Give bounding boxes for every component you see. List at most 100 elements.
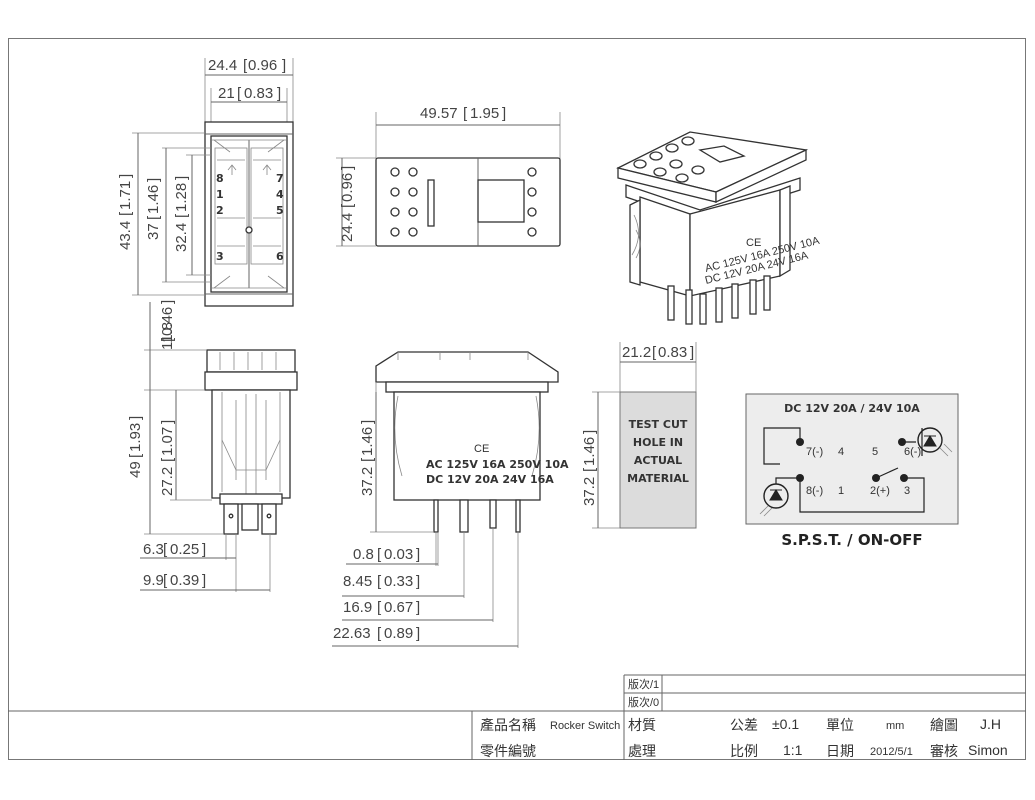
dim-37-mm: 37 [145,223,162,240]
svg-text:]: ] [416,599,420,616]
pin-label-3: 3 [216,250,224,263]
dim-top-outer-mm: 24.4 [208,57,237,74]
dim-324-mm: 32.4 [173,223,190,252]
svg-text:[: [ [339,203,356,208]
svg-text:[: [ [163,541,168,558]
dim-side-width-mm: 24.4 [339,213,356,242]
svg-text:[: [ [377,625,382,642]
dim-side-width-in: 0.96 [339,173,356,202]
dim-front-height-mm: 49 [127,461,144,478]
check-value: Simon [968,742,1008,758]
side-body-view: CE AC 125V 16A 250V 10A DC 12V 20A 24V 1… [332,351,569,648]
product-name-label: 產品名稱 [480,717,536,734]
dim-324-in: 1.28 [173,183,190,212]
rev-1: 版次/1 [628,677,659,691]
pin-label-5: 5 [276,204,284,217]
sch-pin-7: 7(-) [806,446,823,458]
material-label: 材質 [628,718,656,734]
dim-434-mm: 43.4 [117,221,134,250]
svg-text:]: ] [416,546,420,563]
dim-434-in: 1.71 [117,181,134,210]
svg-text:]: ] [502,105,506,122]
sch-pin-1: 1 [838,485,844,497]
pin-label-6: 6 [276,250,284,263]
dim-top-inner-mm: 21 [218,85,235,102]
dim-front-99-mm: 9.9 [143,572,164,589]
svg-text:]: ] [416,625,420,642]
dc-rating: DC 12V 20A 24V 16A [426,473,554,486]
svg-text:[: [ [377,599,382,616]
svg-text:]: ] [159,420,176,424]
rev-0: 版次/0 [628,695,659,709]
sch-pin-5: 5 [872,446,878,458]
dim-pin-08-in: 0.03 [384,546,413,563]
svg-text:[: [ [237,85,242,102]
product-name-value: Rocker Switch [550,720,620,732]
dim-top-outer-in: 0.96 [248,57,277,74]
dim-body-height-in: 1.46 [359,427,376,456]
svg-text:]: ] [339,166,356,170]
svg-text:]: ] [359,420,376,424]
dim-37-in: 1.46 [145,185,162,214]
dim-pin-845-mm: 8.45 [343,573,372,590]
check-label: 審核 [930,744,958,760]
dim-front-height-in: 1.93 [127,423,144,452]
top-view: 24.4 0.96 [] 21 0.83 [] 8 7 1 4 2 5 3 6 [117,57,294,307]
arrow-up-icon [227,164,272,175]
svg-text:[: [ [377,573,382,590]
side-view: 49.57 [ 1.95 ] 24.4 [ 0.96 ] [336,105,561,247]
sch-pin-6: 6(-) [904,446,921,458]
svg-text:[: [ [117,211,134,216]
svg-text:[: [ [173,213,190,218]
front-view: 11.8 [ 0.46 ] 49 [ 1.93 ] 27.2 [ 1.07 ] … [127,300,298,592]
sch-pin-3: 3 [904,485,910,497]
svg-text:]: ] [282,57,286,74]
cutout-line-2: HOLE IN [633,436,683,449]
dim-front-top-mm: 11.8 [159,322,176,350]
dim-pin-169-in: 0.67 [384,599,413,616]
treatment-label: 處理 [628,744,656,760]
svg-text:[: [ [163,572,168,589]
drawn-label: 繪圖 [930,717,958,734]
pin-label-7: 7 [276,172,284,185]
svg-text:[: [ [159,457,176,462]
svg-text:[: [ [377,546,382,563]
svg-text:[: [ [159,337,176,342]
svg-text:]: ] [690,344,694,361]
cutout-line-1: TEST CUT [629,418,688,431]
date-value: 2012/5/1 [870,746,913,758]
unit-value: mm [886,720,904,732]
dim-side-length-mm: 49.57 [420,105,458,122]
svg-text:[: [ [652,344,657,361]
date-label: 日期 [826,744,854,760]
dim-front-63-in: 0.25 [170,541,199,558]
svg-text:]: ] [202,572,206,589]
led-icon [917,427,943,453]
svg-text:[: [ [581,467,598,472]
scale-value: 1:1 [783,742,803,758]
drawn-value: J.H [980,716,1001,732]
svg-text:]: ] [173,176,190,180]
pin-label-1: 1 [216,188,224,201]
svg-text:[: [ [359,457,376,462]
scale-label: 比例 [730,744,758,760]
svg-text:]: ] [277,85,281,102]
svg-text:[: [ [127,453,144,458]
cutout-view: 21.2 [ 0.83 ] TEST CUT HOLE IN ACTUAL MA… [581,342,697,529]
part-no-label: 零件編號 [480,744,536,760]
dim-cutout-width-mm: 21.2 [622,344,651,361]
schematic-rating: DC 12V 20A / 24V 10A [784,402,920,415]
pin-label-4: 4 [276,188,284,201]
tolerance-label: 公差 [730,718,758,734]
unit-label: 單位 [826,718,854,734]
svg-text:]: ] [202,541,206,558]
drawing-frame [8,38,1026,760]
svg-text:]: ] [127,416,144,420]
svg-text:[: [ [145,215,162,220]
dim-top-inner-in: 0.83 [244,85,273,102]
dim-front-mid-in: 1.07 [159,427,176,456]
sch-pin-4: 4 [838,446,844,458]
ce-mark-iso: CE [746,237,761,249]
pin-label-8: 8 [216,172,224,185]
